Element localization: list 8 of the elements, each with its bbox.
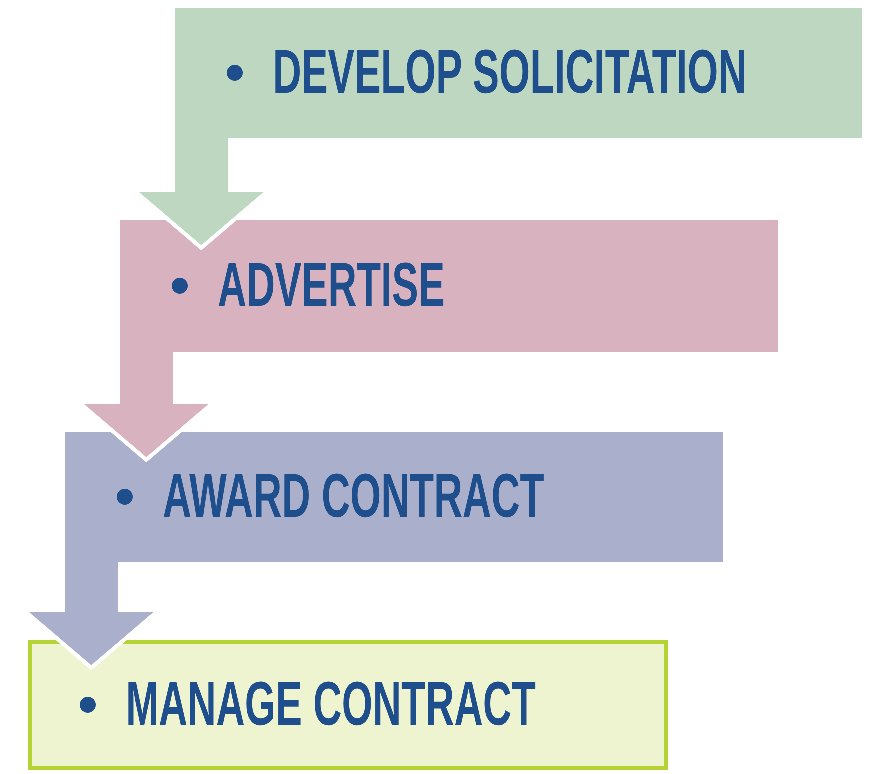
- step-label: DEVELOP SOLICITATION: [273, 42, 747, 104]
- step-label: ADVERTISE: [218, 255, 446, 317]
- step-label: AWARD CONTRACT: [163, 466, 544, 528]
- step-box: [65, 432, 723, 562]
- step-box: [175, 8, 862, 138]
- step-label: MANAGE CONTRACT: [126, 674, 536, 736]
- step-box: [28, 640, 668, 770]
- step-box: [120, 220, 778, 352]
